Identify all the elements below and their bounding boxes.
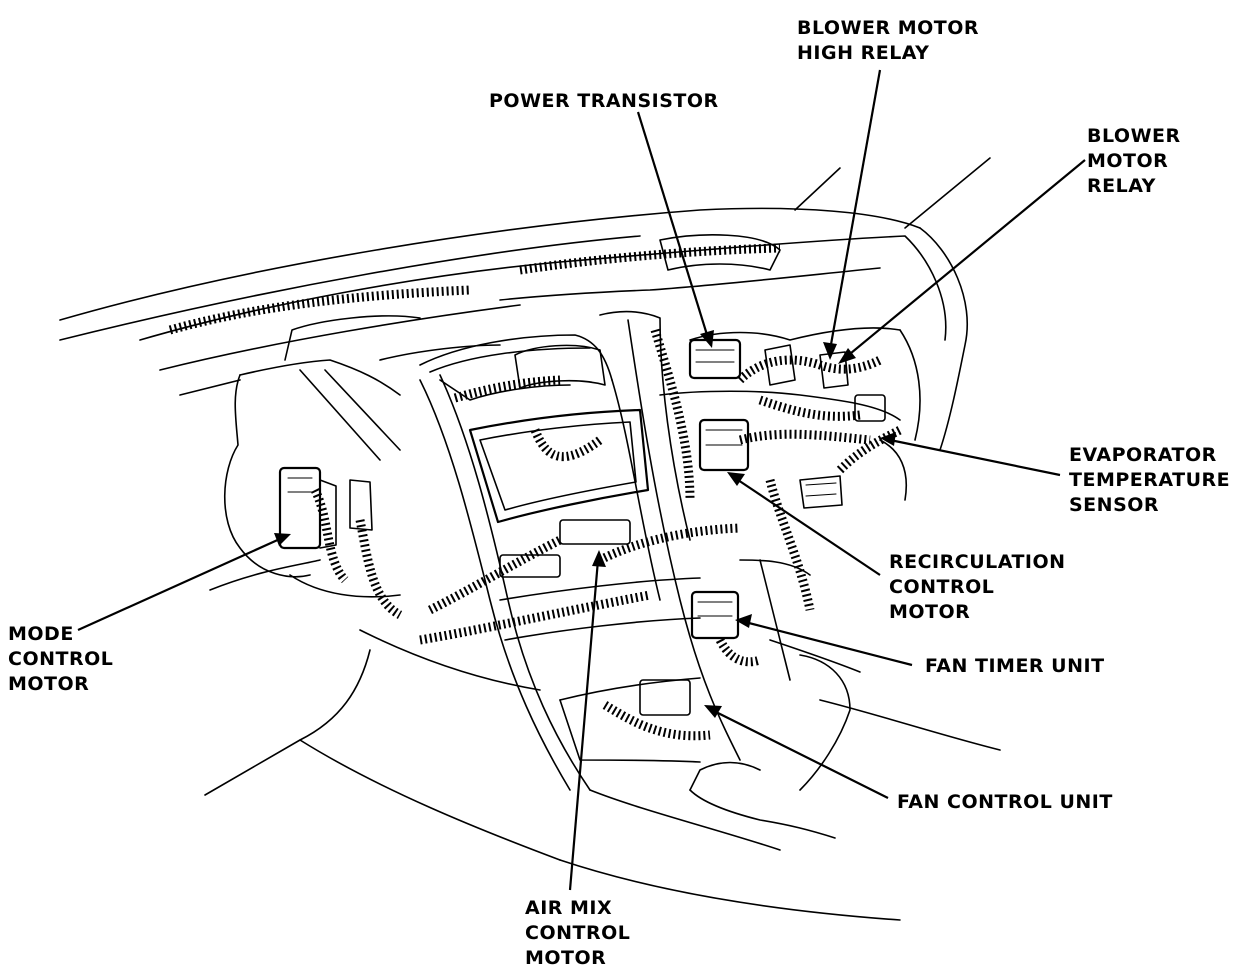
label-line: MOTOR [525,947,607,969]
label-power-transistor: POWER TRANSISTOR [489,89,719,114]
label-line: RECIRCULATION [889,551,1066,573]
label-line: CONTROL [8,648,114,670]
label-line: FAN TIMER UNIT [925,655,1105,677]
label-line: AIR MIX [525,897,613,919]
label-line: MOTOR [8,673,90,695]
label-line: CONTROL [889,576,995,598]
dash-upper-pad [139,234,947,371]
label-mode-control-motor: MODE CONTROL MOTOR [8,622,113,697]
label-line: MOTOR [889,601,971,623]
label-blower-motor-high-relay: BLOWER MOTOR HIGH RELAY [797,16,979,66]
label-line: EVAPORATOR [1069,444,1217,466]
leader-lines [77,69,1086,891]
blower-evaporator-assembly [659,327,921,681]
floor-body-lines [204,639,1001,921]
label-line: SENSOR [1069,494,1160,516]
label-air-mix-control-motor: AIR MIX CONTROL MOTOR [525,896,630,971]
label-line: RELAY [1087,175,1156,197]
label-line: BLOWER MOTOR [797,17,980,39]
label-fan-timer-unit: FAN TIMER UNIT [925,654,1105,679]
label-line: POWER TRANSISTOR [489,90,719,112]
label-recirculation-control-motor: RECIRCULATION CONTROL MOTOR [889,550,1066,625]
label-line: MOTOR [1087,150,1169,172]
label-line: MODE [8,623,74,645]
label-blower-motor-relay: BLOWER MOTOR RELAY [1087,124,1181,199]
heater-unit-housing [209,315,501,619]
windshield-cowl-lines [59,157,991,451]
label-evaporator-temperature-sensor: EVAPORATOR TEMPERATURE SENSOR [1069,443,1230,518]
label-line: TEMPERATURE [1069,469,1231,491]
center-vent-assembly [359,310,741,791]
label-line: FAN CONTROL UNIT [897,791,1113,813]
label-line: HIGH RELAY [797,42,930,64]
label-line: BLOWER [1087,125,1181,147]
label-fan-control-unit: FAN CONTROL UNIT [897,790,1113,815]
label-line: CONTROL [525,922,631,944]
